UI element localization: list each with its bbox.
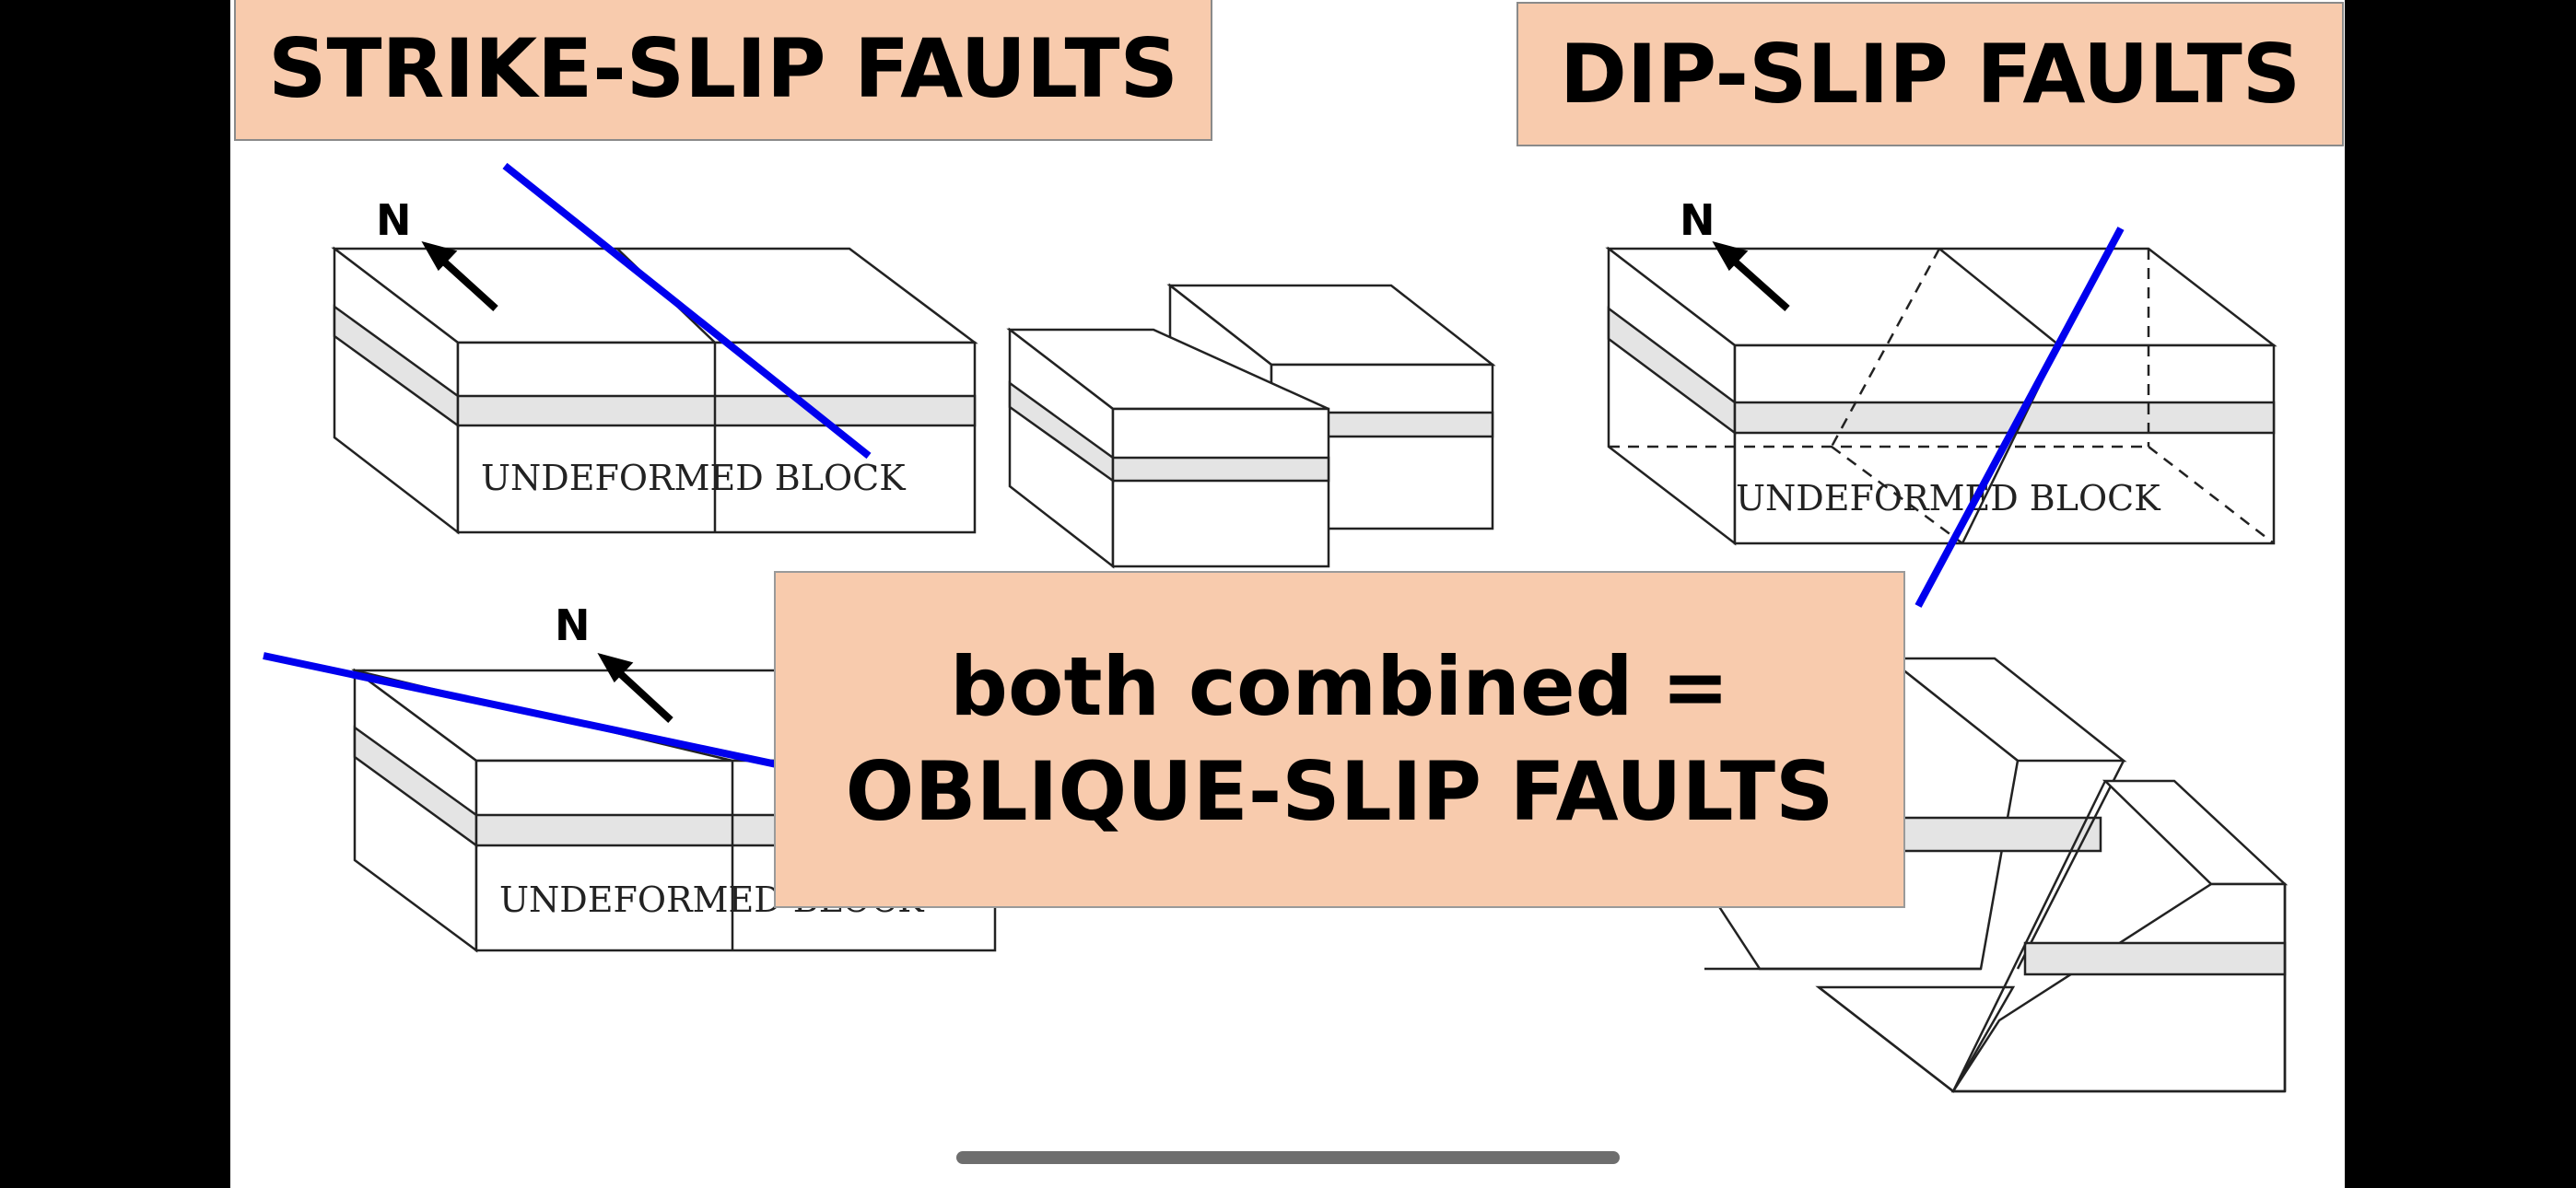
dip-slip-block-label: UNDEFORMED BLOCK: [1736, 478, 2160, 518]
dip-slip-undeformed-block: UNDEFORMED BLOCK: [1605, 246, 2277, 546]
strike-slip-fault-line: [502, 162, 872, 460]
oblique-north-label: N: [555, 600, 591, 650]
north-arrow-icon: [1712, 241, 1790, 311]
slide: STRIKE-SLIP FAULTS DIP-SLIP FAULTS UNDEF…: [230, 0, 2345, 1188]
dip-slip-north-label: N: [1680, 195, 1715, 245]
strike-slip-north-label: N: [376, 195, 412, 245]
home-indicator[interactable]: [956, 1151, 1620, 1164]
oblique-fault-line: [263, 652, 821, 777]
dip-slip-title-text: DIP-SLIP FAULTS: [1559, 27, 2301, 122]
oblique-callout-line-1: both combined =: [950, 638, 1729, 734]
oblique-slip-callout: both combined = OBLIQUE-SLIP FAULTS: [774, 571, 1905, 908]
dip-slip-fault-line: [1914, 227, 2125, 608]
north-arrow-icon: [597, 653, 673, 723]
oblique-callout-line-2: OBLIQUE-SLIP FAULTS: [845, 744, 1834, 839]
strike-slip-block-label: UNDEFORMED BLOCK: [481, 458, 906, 498]
strike-slip-title: STRIKE-SLIP FAULTS: [234, 0, 1212, 141]
strike-slip-deformed-blocks: [1006, 283, 1496, 569]
dip-slip-title: DIP-SLIP FAULTS: [1516, 2, 2344, 146]
strike-slip-title-text: STRIKE-SLIP FAULTS: [268, 21, 1178, 116]
strike-slip-undeformed-block: UNDEFORMED BLOCK: [331, 246, 978, 535]
north-arrow-icon: [421, 241, 498, 311]
